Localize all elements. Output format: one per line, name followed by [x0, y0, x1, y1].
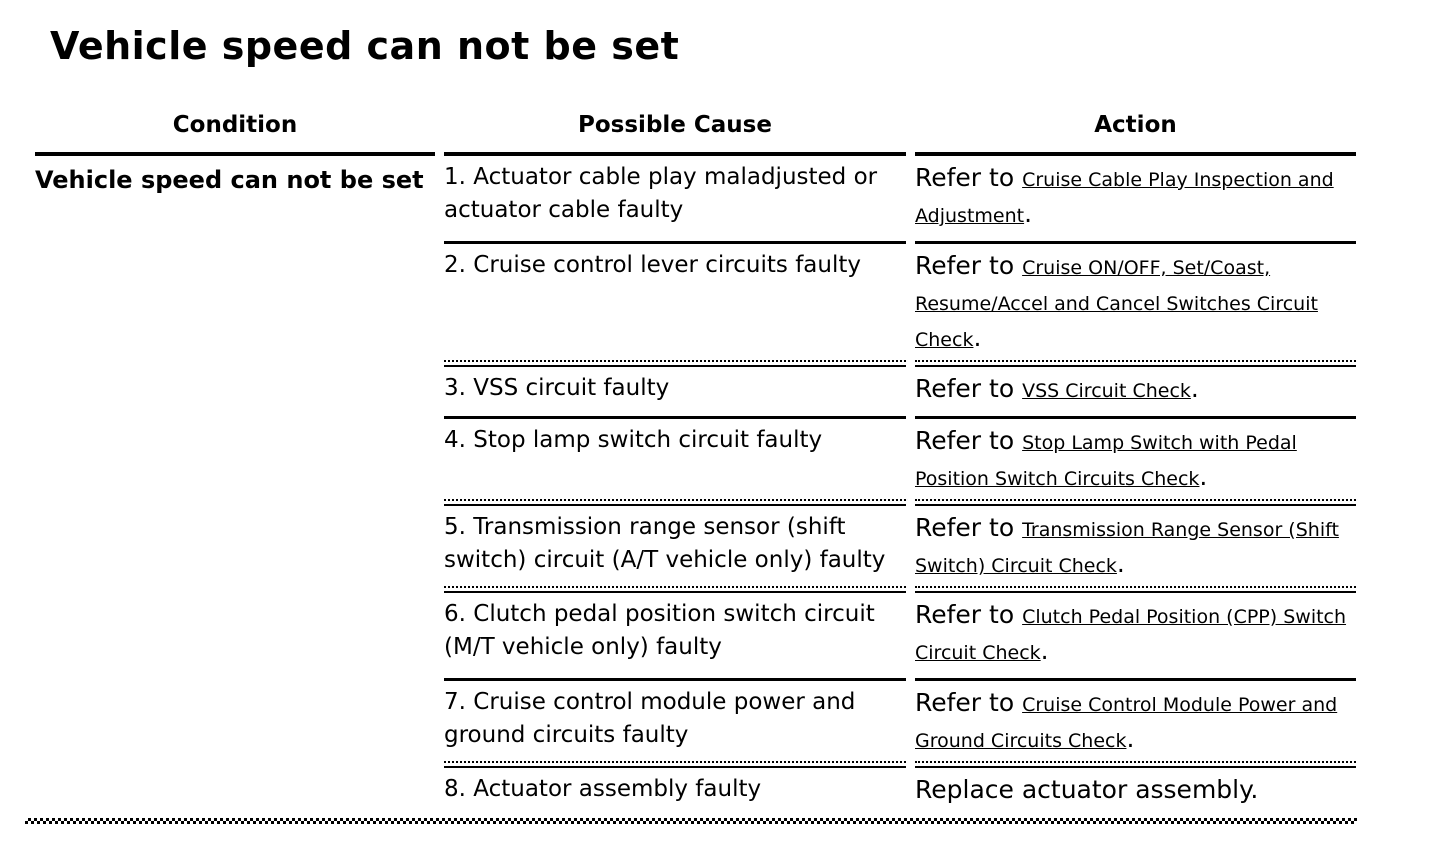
action-prefix: Refer to	[915, 163, 1023, 192]
action-suffix: .	[1024, 199, 1033, 228]
troubleshooting-table: Condition Possible Cause Action Vehicle …	[35, 70, 1357, 814]
cause-cell-2: 2. Cruise control lever circuits faulty	[444, 244, 906, 367]
action-suffix: .	[1126, 724, 1135, 753]
action-link-module-power-ground-check[interactable]: Cruise Control Module Power and Ground C…	[915, 694, 1338, 752]
action-prefix: Refer to	[915, 251, 1023, 280]
column-header-possible-cause: Possible Cause	[444, 70, 906, 156]
action-prefix: Refer to	[915, 688, 1023, 717]
service-manual-page: Vehicle speed can not be set Condition P…	[0, 22, 1456, 864]
action-prefix: Refer to	[915, 600, 1023, 629]
action-cell-1: Refer to Cruise Cable Play Inspection an…	[915, 156, 1356, 244]
cause-cell-7: 7. Cruise control module power and groun…	[444, 681, 906, 768]
page-title: Vehicle speed can not be set	[50, 24, 680, 68]
cause-cell-5: 5. Transmission range sensor (shift swit…	[444, 506, 906, 593]
action-link-switches-circuit-check[interactable]: Cruise ON/OFF, Set/Coast, Resume/Accel a…	[915, 257, 1318, 351]
action-link-transmission-range-sensor-check[interactable]: Transmission Range Sensor (Shift Switch)…	[915, 519, 1339, 577]
column-header-action: Action	[915, 70, 1356, 156]
cause-cell-1: 1. Actuator cable play maladjusted or ac…	[444, 156, 906, 244]
action-suffix: .	[1116, 549, 1125, 578]
action-prefix: Refer to	[915, 513, 1023, 542]
action-link-cruise-cable-play[interactable]: Cruise Cable Play Inspection and Adjustm…	[915, 169, 1334, 227]
cause-cell-3: 3. VSS circuit faulty	[444, 367, 906, 419]
action-suffix: .	[1040, 636, 1049, 665]
action-cell-7: Refer to Cruise Control Module Power and…	[915, 681, 1356, 768]
cause-cell-6: 6. Clutch pedal position switch circuit …	[444, 593, 906, 681]
action-cell-4: Refer to Stop Lamp Switch with Pedal Pos…	[915, 419, 1356, 506]
action-prefix: Refer to	[915, 426, 1023, 455]
action-cell-8: Replace actuator assembly.	[915, 768, 1356, 814]
action-suffix: .	[973, 323, 982, 352]
action-link-cpp-switch-circuit-check[interactable]: Clutch Pedal Position (CPP) Switch Circu…	[915, 606, 1347, 664]
cause-cell-8: 8. Actuator assembly faulty	[444, 776, 762, 802]
action-cell-5: Refer to Transmission Range Sensor (Shif…	[915, 506, 1356, 593]
action-link-vss-circuit-check[interactable]: VSS Circuit Check	[1022, 380, 1191, 402]
condition-cell: Vehicle speed can not be set	[35, 166, 424, 194]
action-suffix: .	[1190, 374, 1199, 403]
action-cell-6: Refer to Clutch Pedal Position (CPP) Swi…	[915, 593, 1356, 681]
action-cell-2: Refer to Cruise ON/OFF, Set/Coast, Resum…	[915, 244, 1356, 367]
page-bottom-rule	[25, 818, 1357, 824]
action-text: Replace actuator assembly.	[915, 775, 1259, 804]
action-link-stop-lamp-switch-check[interactable]: Stop Lamp Switch with Pedal Position Swi…	[915, 432, 1297, 490]
action-suffix: .	[1199, 462, 1208, 491]
cause-cell-4: 4. Stop lamp switch circuit faulty	[444, 419, 906, 506]
column-header-condition: Condition	[35, 70, 435, 156]
action-cell-3: Refer to VSS Circuit Check.	[915, 367, 1356, 419]
action-prefix: Refer to	[915, 374, 1023, 403]
